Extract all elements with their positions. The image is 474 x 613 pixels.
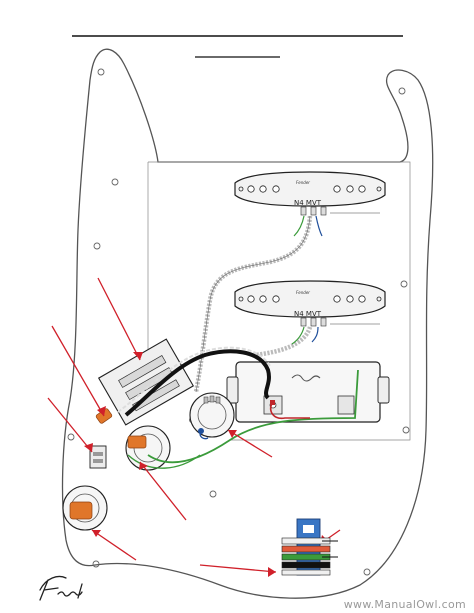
green-wire-2 — [127, 454, 201, 469]
pickguard-cavity — [147, 161, 411, 441]
screw-hole — [402, 426, 410, 434]
five-way-switch — [97, 338, 195, 426]
middle-pickup-twisted-cable — [254, 326, 313, 358]
callout-arrows — [47, 277, 341, 573]
green-wire-1 — [147, 369, 359, 464]
screw-hole — [363, 568, 371, 576]
screw-hole — [111, 178, 119, 186]
pickguard-outline — [61, 48, 434, 599]
screw-hole — [67, 433, 75, 441]
callout-arrow — [91, 529, 137, 561]
middle-pickup-logo: Fender — [296, 290, 310, 295]
red-wire — [269, 402, 310, 420]
neck-pickup-label: N4 MVT — [294, 199, 322, 207]
screw-hole — [209, 490, 217, 498]
callout-arrow — [97, 277, 141, 361]
callout-arrow — [47, 397, 93, 453]
callout-arrow — [139, 461, 187, 521]
tone-pot-1 — [125, 425, 171, 471]
screw-hole — [400, 280, 408, 288]
callout-arrow — [199, 564, 277, 573]
switch-detail-inset — [281, 518, 338, 576]
middle-pickup-label: N4 MVT — [294, 310, 322, 318]
screw-hole — [398, 87, 406, 95]
screw-hole — [97, 68, 105, 76]
watermark: www.ManualOwl.com — [343, 598, 466, 611]
screw-hole — [92, 560, 100, 568]
screw-holes — [67, 68, 410, 576]
callout-arrow — [51, 325, 105, 417]
blue-wire — [199, 430, 209, 440]
screw-hole — [93, 242, 101, 250]
tone-pot-2 — [62, 485, 108, 531]
neck-pickup-logo: Fender — [296, 180, 310, 185]
bridge-humbucker — [226, 361, 390, 423]
white-lead — [117, 346, 271, 413]
black-lead — [124, 349, 271, 417]
callout-arrow — [227, 429, 273, 458]
middle-pickup: Fender N4 MVT — [234, 280, 386, 327]
switch-terminal-block — [89, 445, 107, 469]
volume-pot — [189, 392, 235, 438]
neck-pickup: Fender N4 MVT — [234, 171, 386, 216]
fender-logo — [39, 575, 83, 601]
